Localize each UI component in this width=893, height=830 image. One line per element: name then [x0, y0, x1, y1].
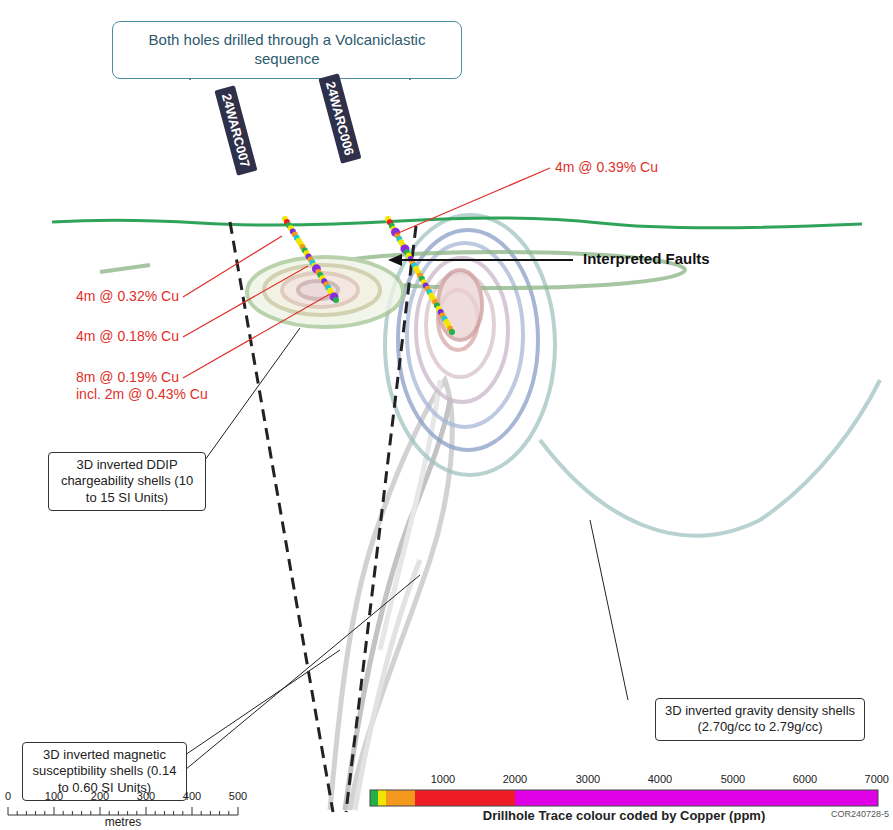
annotation: 5000: [721, 773, 745, 785]
annotation: 7000: [865, 773, 889, 785]
drillhole-label: 24WARC007: [214, 85, 257, 175]
assay-label: 8m @ 0.19% Cu: [76, 369, 179, 385]
annotation: metres: [105, 815, 142, 829]
annotation: 4000: [648, 773, 672, 785]
node-text: 24WARC007: [219, 91, 253, 168]
node-text: 3D inverted magnetic susceptibility shel…: [31, 747, 178, 796]
assay-label: 4m @ 0.32% Cu: [76, 288, 179, 304]
annotation: 1000: [431, 773, 455, 785]
note-box: Both holes drilled through a Volcaniclas…: [112, 21, 462, 79]
annotation: 200: [91, 790, 109, 802]
callout-box: 3D inverted DDIP chargeability shells (1…: [48, 452, 206, 511]
annotation: 500: [229, 790, 247, 802]
node-text: 24WARC006: [323, 79, 357, 156]
drillhole-label: 24WARC006: [318, 73, 361, 163]
annotation: 300: [137, 790, 155, 802]
annotation: COR240728-5: [831, 809, 889, 819]
annotation: Interpreted Faults: [583, 250, 710, 267]
annotation: 0: [5, 790, 11, 802]
annotation: 3000: [576, 773, 600, 785]
annotation: 2000: [503, 773, 527, 785]
assay-label: incl. 2m @ 0.43% Cu: [76, 386, 208, 402]
assay-label: 4m @ 0.39% Cu: [555, 159, 658, 175]
node-text: 3D inverted DDIP chargeability shells (1…: [57, 457, 197, 506]
node-text: 3D inverted gravity density shells (2.70…: [664, 703, 856, 736]
annotation: 6000: [793, 773, 817, 785]
annotation: 400: [183, 790, 201, 802]
annotation: Drillhole Trace colour coded by Copper (…: [483, 808, 765, 823]
assay-label: 4m @ 0.18% Cu: [76, 328, 179, 344]
annotation: 100: [45, 790, 63, 802]
node-text: Both holes drilled through a Volcaniclas…: [123, 31, 451, 69]
callout-box: 3D inverted gravity density shells (2.70…: [655, 698, 865, 741]
